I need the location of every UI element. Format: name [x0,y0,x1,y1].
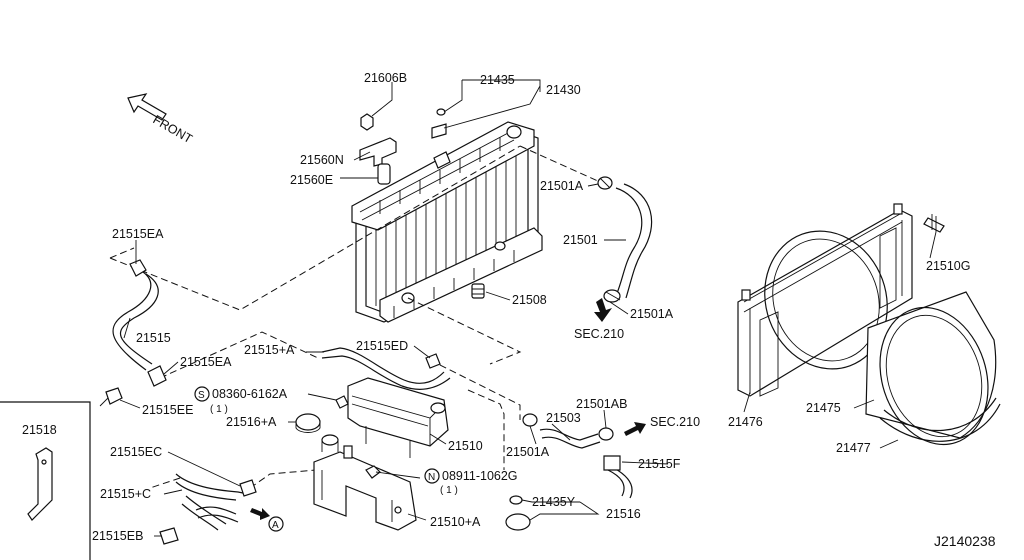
sec210-arrow-icon-right [624,422,646,436]
radiator-cap [431,108,447,139]
mount-rubber [377,163,391,185]
bolt-21510G [923,214,945,233]
fan-ring [865,291,997,446]
label-08911-qty: ( 1 ) [440,485,458,496]
nut-08911 [365,465,381,479]
label-21430: 21430 [546,83,581,97]
label-21516: 21516 [606,507,641,521]
label-21606B: 21606B [364,71,407,85]
hose-clip-21515EB [159,527,179,545]
hose-clamp-21501A-low [522,413,538,427]
hose-clip-21515EA-mid [147,365,167,387]
label-21501AB: 21501AB [576,397,627,411]
label-21560E: 21560E [290,173,333,187]
label-21515EE: 21515EE [142,403,193,417]
label-21435Y: 21435Y [532,495,576,509]
label-21477: 21477 [836,441,871,455]
cap-21435Y [505,495,531,531]
label-sec210-right: SEC.210 [650,415,700,429]
hose-clamp-top [597,176,613,190]
bolt-21606B [360,113,374,131]
label-21501A-top: 21501A [540,179,584,193]
label-21515C: 21515+C [100,487,151,501]
label-21515EA-top: 21515EA [112,227,164,241]
label-21501: 21501 [563,233,598,247]
hose-clip-21515EA-top [129,259,147,277]
label-08911-1062G: 08911-1062G [442,469,518,483]
reference-dashed-lines [109,145,601,489]
label-sec210-left: SEC.210 [574,327,624,341]
label-21515A: 21515+A [244,343,295,357]
ref-circle-A [268,516,284,532]
drain-plug [471,283,485,299]
hose-clip-21515EE [99,387,123,407]
label-21515EC: 21515EC [110,445,162,459]
label-21516A: 21516+A [226,415,277,429]
label-21476: 21476 [728,415,763,429]
upper-hose [615,183,653,299]
inset-box-21518 [0,401,91,560]
drawing-code: J2140238 [934,533,996,549]
ref-arrow-icon [250,508,270,520]
hose-21516 [603,455,633,499]
label-21518: 21518 [22,423,57,437]
label-08360-qty: ( 1 ) [210,404,228,415]
mount-bracket [359,137,397,167]
label-21510: 21510 [448,439,483,453]
label-21501A-mid: 21501A [630,307,674,321]
label-21515EB: 21515EB [92,529,143,543]
label-21515: 21515 [136,331,171,345]
leader-lines [119,79,937,537]
sec210-arrow-icon-left [594,298,612,322]
reservoir-cap [295,413,321,433]
reservoir-tank [347,377,449,458]
label-21510G: 21510G [926,259,970,273]
symbol-N: N [428,472,435,483]
symbol-circle-S [194,386,210,402]
label-21560N: 21560N [300,153,344,167]
label-21508: 21508 [512,293,547,307]
label-08360-6162A: 08360-6162A [212,387,288,401]
reservoir-neck [321,434,353,459]
label-21510A: 21510+A [430,515,481,529]
fan-shroud [737,203,913,397]
label-21503: 21503 [546,411,581,425]
label-21515ED: 21515ED [356,339,408,353]
symbol-S: S [198,390,205,401]
label-21435: 21435 [480,73,515,87]
front-label: FRONT [151,112,196,146]
reservoir-bracket [313,451,417,531]
symbol-circle-N [424,468,440,484]
hose-clamp-21501AB [598,427,614,441]
label-21501A-low: 21501A [506,445,550,459]
front-arrow-icon [127,93,167,121]
label-21515F: 21515F [638,457,681,471]
overflow-hose-21515 [112,269,159,371]
hose-clip-21515EC [239,479,257,497]
ref-A-label: A [272,520,279,531]
bolt-08360 [335,395,349,409]
label-21515EA-mid: 21515EA [180,355,232,369]
overflow-hose-21515C [175,473,249,531]
hose-clamp-mid [603,289,621,303]
fan-ring-lower-guard [879,397,1001,442]
label-21475: 21475 [806,401,841,415]
radiator-core [351,121,543,323]
